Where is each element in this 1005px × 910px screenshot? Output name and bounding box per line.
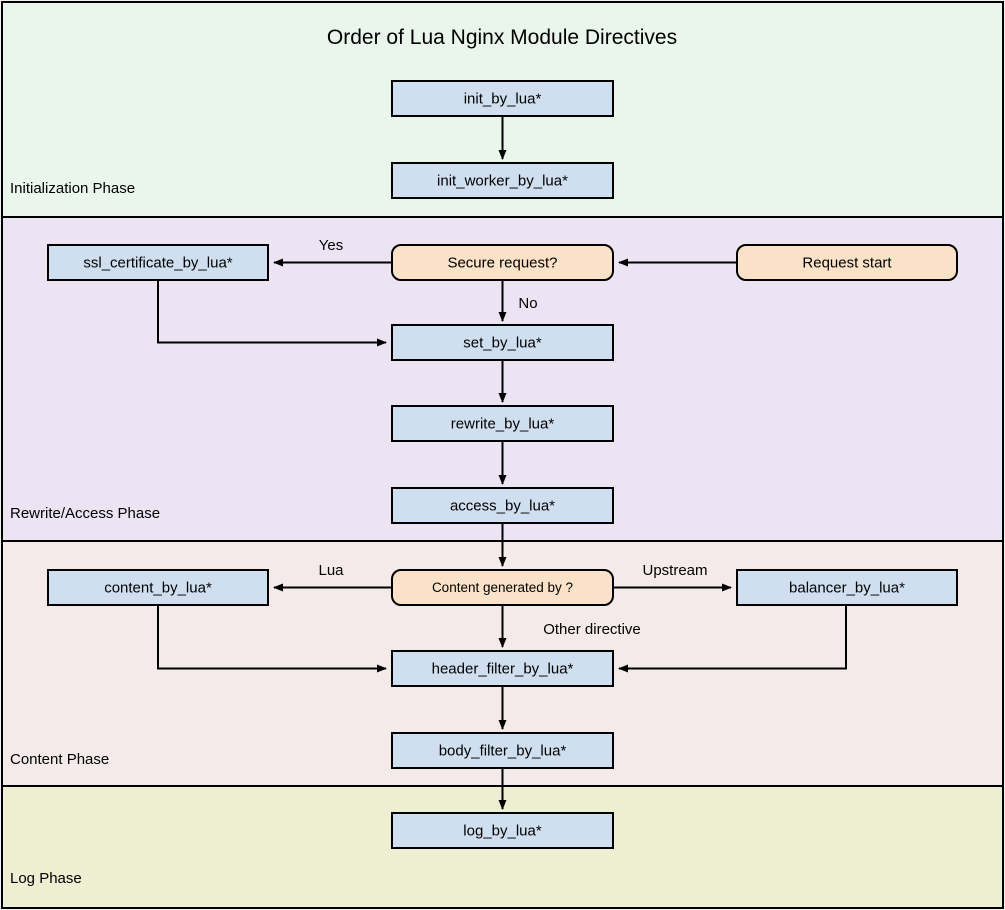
nodes: init_by_lua* init_worker_by_lua* Request s… bbox=[47, 80, 958, 849]
node-rect-init_worker_by_lua[interactable] bbox=[391, 162, 614, 199]
node-header_filter_by_lua[interactable]: header_filter_by_lua* bbox=[391, 650, 614, 687]
node-rect-content_by_lua[interactable] bbox=[47, 569, 269, 606]
node-rect-secure_request[interactable] bbox=[391, 244, 614, 281]
edge-label-contentgen-to-balancer-upstream: Upstream bbox=[642, 562, 707, 579]
edge-contentgen-to-header-other: Other directive bbox=[498, 605, 641, 648]
node-rect-content_generated_by[interactable] bbox=[391, 569, 614, 606]
node-rect-set_by_lua[interactable] bbox=[391, 324, 614, 361]
edge-path-balancer-to-header bbox=[618, 605, 847, 673]
band-label-content: Content Phase bbox=[10, 751, 109, 768]
node-set_by_lua[interactable]: set_by_lua* bbox=[391, 324, 614, 361]
edge-balancer-to-header bbox=[618, 605, 847, 673]
node-label-init_worker_by_lua: init_worker_by_lua* bbox=[437, 172, 568, 189]
node-rect-ssl_certificate_by_lua[interactable] bbox=[47, 244, 269, 281]
node-balancer_by_lua[interactable]: balancer_by_lua* bbox=[736, 569, 958, 606]
edge-contentgen-to-balancer-upstream: Upstream bbox=[613, 562, 732, 592]
node-secure_request[interactable]: Secure request? bbox=[391, 244, 614, 281]
node-rect-access_by_lua[interactable] bbox=[391, 487, 614, 524]
edge-label-secure-to-ssl-yes: Yes bbox=[319, 237, 343, 254]
node-body_filter_by_lua[interactable]: body_filter_by_lua* bbox=[391, 732, 614, 769]
node-rewrite_by_lua[interactable]: rewrite_by_lua* bbox=[391, 405, 614, 442]
edge-content-lua-to-header bbox=[157, 605, 387, 673]
node-label-init_by_lua: init_by_lua* bbox=[464, 90, 542, 107]
node-label-content_by_lua: content_by_lua* bbox=[104, 579, 212, 596]
node-init_by_lua[interactable]: init_by_lua* bbox=[391, 80, 614, 117]
edge-label-contentgen-to-content-lua: Lua bbox=[318, 562, 344, 579]
node-label-secure_request: Secure request? bbox=[447, 254, 557, 271]
edge-label-secure-to-set-no: No bbox=[518, 295, 537, 312]
node-rect-init_by_lua[interactable] bbox=[391, 80, 614, 117]
edge-ssl-to-set bbox=[157, 280, 387, 347]
node-label-content_generated_by: Content generated by ? bbox=[432, 580, 573, 595]
node-rect-body_filter_by_lua[interactable] bbox=[391, 732, 614, 769]
node-label-body_filter_by_lua: body_filter_by_lua* bbox=[439, 742, 567, 759]
node-access_by_lua[interactable]: access_by_lua* bbox=[391, 487, 614, 524]
node-rect-request_start[interactable] bbox=[736, 244, 958, 281]
edge-label-contentgen-to-header-other: Other directive bbox=[543, 621, 641, 638]
node-label-set_by_lua: set_by_lua* bbox=[463, 334, 542, 351]
node-rect-rewrite_by_lua[interactable] bbox=[391, 405, 614, 442]
edge-contentgen-to-content-lua: Lua bbox=[273, 562, 392, 592]
edge-path-ssl-to-set bbox=[157, 280, 387, 347]
node-label-request_start: Request start bbox=[802, 254, 892, 271]
node-label-log_by_lua: log_by_lua* bbox=[463, 822, 542, 839]
edge-secure-to-ssl-yes: Yes bbox=[273, 237, 392, 267]
node-label-access_by_lua: access_by_lua* bbox=[450, 497, 555, 514]
node-content_by_lua[interactable]: content_by_lua* bbox=[47, 569, 269, 606]
node-rect-balancer_by_lua[interactable] bbox=[736, 569, 958, 606]
page-title: Order of Lua Nginx Module Directives bbox=[327, 26, 677, 49]
band-label-log: Log Phase bbox=[10, 870, 82, 887]
edge-secure-to-set-no: No bbox=[498, 280, 538, 322]
node-label-rewrite_by_lua: rewrite_by_lua* bbox=[451, 415, 555, 432]
band-label-initialization: Initialization Phase bbox=[10, 180, 135, 197]
edge-path-content-lua-to-header bbox=[157, 605, 387, 673]
node-rect-log_by_lua[interactable] bbox=[391, 812, 614, 849]
node-ssl_certificate_by_lua[interactable]: ssl_certificate_by_lua* bbox=[47, 244, 269, 281]
node-content_generated_by[interactable]: Content generated by ? bbox=[391, 569, 614, 606]
node-label-ssl_certificate_by_lua: ssl_certificate_by_lua* bbox=[83, 254, 232, 271]
node-init_worker_by_lua[interactable]: init_worker_by_lua* bbox=[391, 162, 614, 199]
node-label-balancer_by_lua: balancer_by_lua* bbox=[789, 579, 905, 596]
node-request_start[interactable]: Request start bbox=[736, 244, 958, 281]
node-label-header_filter_by_lua: header_filter_by_lua* bbox=[432, 660, 574, 677]
node-log_by_lua[interactable]: log_by_lua* bbox=[391, 812, 614, 849]
band-label-rewrite-access: Rewrite/Access Phase bbox=[10, 505, 160, 522]
node-rect-header_filter_by_lua[interactable] bbox=[391, 650, 614, 687]
